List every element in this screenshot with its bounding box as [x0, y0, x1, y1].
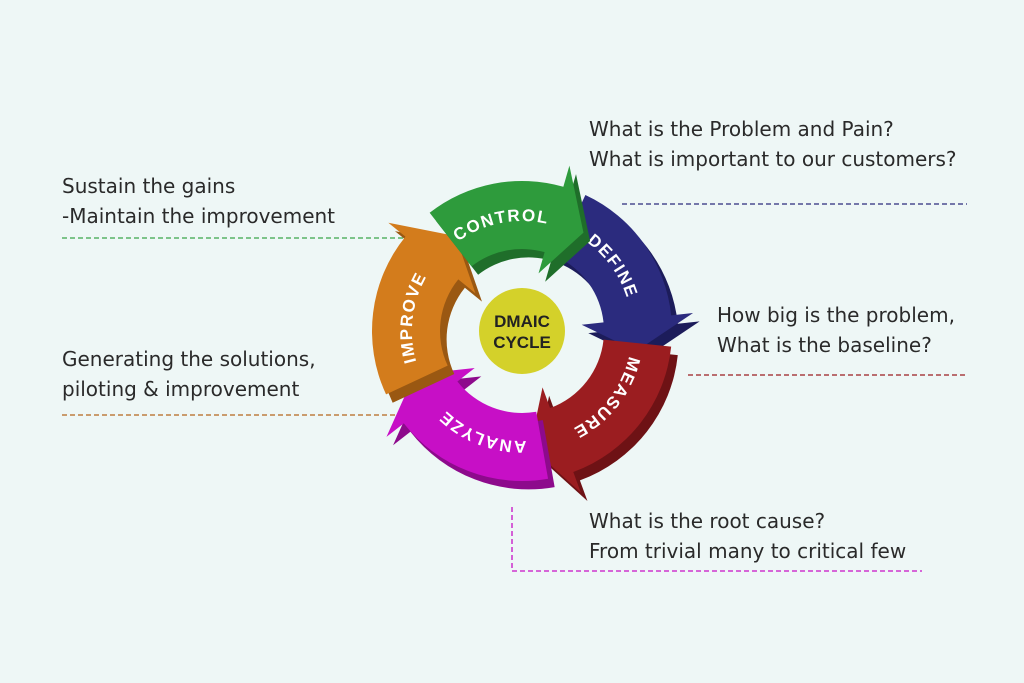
- note-measure-line1: How big is the problem,: [717, 303, 955, 327]
- note-control-line2: -Maintain the improvement: [62, 204, 336, 228]
- leader-lines: [62, 203, 967, 572]
- center-line1: DMAIC: [494, 312, 550, 331]
- note-analyze: What is the root cause? From trivial man…: [589, 506, 906, 566]
- note-define: What is the Problem and Pain? What is im…: [589, 114, 957, 174]
- segment-define: [556, 195, 694, 352]
- segment-measure: [530, 339, 672, 493]
- note-define-line2: What is important to our customers?: [589, 147, 957, 171]
- note-measure-line2: What is the baseline?: [717, 333, 932, 357]
- center-circle: [479, 288, 565, 374]
- note-improve: Generating the solutions, piloting & imp…: [62, 344, 316, 404]
- note-measure: How big is the problem, What is the base…: [717, 300, 955, 360]
- note-analyze-line1: What is the root cause?: [589, 509, 826, 533]
- center-disc: DMAIC CYCLE: [479, 288, 565, 374]
- note-improve-line1: Generating the solutions,: [62, 347, 316, 371]
- note-control: Sustain the gains -Maintain the improvem…: [62, 171, 335, 231]
- note-define-line1: What is the Problem and Pain?: [589, 117, 894, 141]
- leader-line-analyze: [511, 507, 922, 572]
- note-analyze-line2: From trivial many to critical few: [589, 539, 907, 563]
- note-control-line1: Sustain the gains: [62, 174, 236, 198]
- segment-control: [429, 165, 584, 274]
- center-line2: CYCLE: [493, 333, 551, 352]
- segment-improve: [372, 222, 476, 395]
- segment-analyze: [386, 367, 549, 481]
- note-improve-line2: piloting & improvement: [62, 377, 300, 401]
